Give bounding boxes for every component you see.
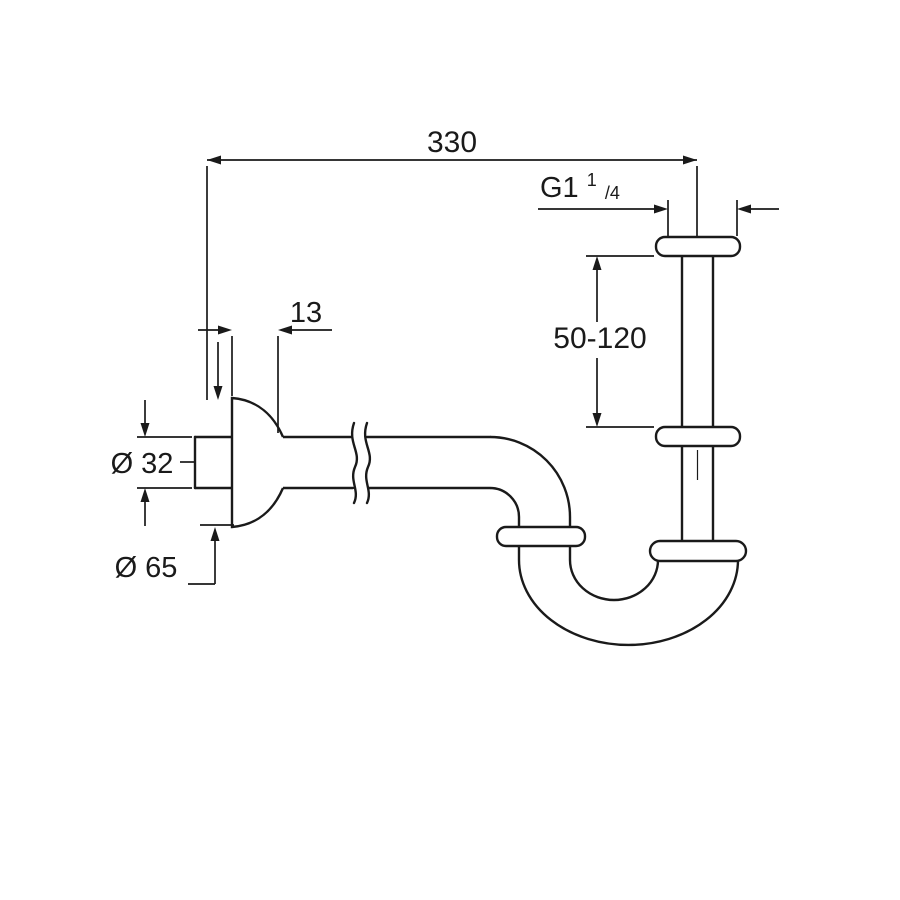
leader-line bbox=[188, 541, 216, 585]
union-nut-top bbox=[654, 235, 742, 258]
dim-flange-depth: 13 bbox=[198, 297, 332, 433]
dim-thread-size: G1 1 /4 bbox=[538, 161, 779, 236]
arrowhead-up bbox=[592, 256, 602, 270]
union-nuts bbox=[495, 235, 748, 563]
dim-pipe-diameter: Ø 32 bbox=[111, 400, 194, 526]
arrowhead-left bbox=[218, 325, 232, 335]
dim-vertical-adjust-label: 50-120 bbox=[553, 322, 646, 355]
break-line-left bbox=[350, 421, 359, 505]
arrowhead-left bbox=[654, 204, 668, 214]
horizontal-pipe bbox=[281, 421, 492, 505]
dim-pipe-diameter-label: Ø 32 bbox=[111, 448, 174, 480]
arrowhead-down bbox=[592, 413, 602, 427]
arrowhead-right bbox=[683, 155, 697, 165]
dim-flange-depth-label: 13 bbox=[290, 297, 322, 329]
union-nut-middle bbox=[654, 425, 742, 448]
arrowhead-right bbox=[278, 325, 292, 335]
dim-flange-diameter-label: Ø 65 bbox=[115, 552, 178, 584]
trap-body bbox=[489, 435, 740, 647]
arrowhead-down bbox=[140, 423, 150, 437]
arrowhead-right bbox=[737, 204, 751, 214]
dim-overall-width: 330 bbox=[206, 126, 698, 400]
wall-flange bbox=[230, 396, 285, 529]
break-line-right bbox=[363, 421, 372, 505]
union-nut-trap-inlet bbox=[648, 539, 748, 563]
arrowhead-up bbox=[210, 527, 220, 541]
arrowhead-up bbox=[140, 488, 150, 502]
dim-vertical-adjust: 50-120 bbox=[553, 255, 654, 428]
pipe-assembly bbox=[193, 235, 748, 647]
dim-thread-label: G1 1 /4 bbox=[540, 161, 620, 204]
thread-label-sup: 1 bbox=[587, 170, 597, 190]
inlet-stub bbox=[193, 435, 234, 490]
pipe-break-symbol bbox=[350, 421, 372, 505]
union-nut-trap-outlet bbox=[495, 525, 587, 548]
dim-flange-diameter: Ø 65 bbox=[115, 524, 234, 585]
dim-overall-width-label: 330 bbox=[427, 126, 477, 159]
arrowhead-down bbox=[213, 386, 223, 400]
thread-label-sub: /4 bbox=[605, 183, 620, 203]
arrowhead-left bbox=[207, 155, 221, 165]
thread-label-base: G1 bbox=[540, 172, 579, 204]
vertical-inlet-pipe bbox=[680, 238, 715, 545]
